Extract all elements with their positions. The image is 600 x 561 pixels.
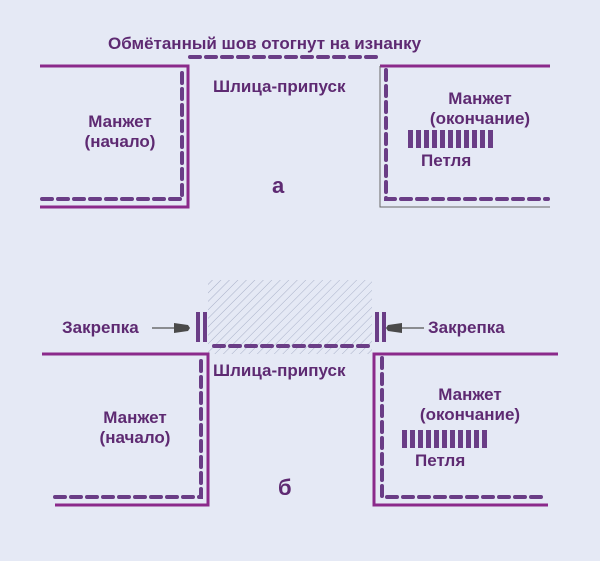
diagram-b-buttonhole: [402, 430, 487, 448]
diagram-a-letter: а: [272, 173, 285, 198]
diagram-b-cuff-start-line1: Манжет: [103, 408, 167, 427]
diagram-b-right-edge: [372, 352, 558, 507]
diagram-a-title: Обмётанный шов отогнут на изнанку: [108, 34, 422, 53]
diagram-b-cuff-end: Манжет (окончание): [400, 385, 540, 425]
diagram-a-outline: [40, 64, 550, 209]
diagram-a-left-stitch: [40, 68, 184, 201]
diagram-b-left-stitch: [53, 356, 203, 499]
diagram-a-cuff-start: Манжет (начало): [60, 112, 180, 152]
diagram-a-left-edge: [40, 64, 190, 209]
diagram-b-left-edge: [42, 352, 210, 507]
diagram-a-buttonhole: [408, 130, 493, 148]
diagram-a-right-stitch: [384, 68, 550, 201]
bartack-right-bar-2: [382, 312, 386, 342]
diagram-a-cuff-start-line1: Манжет: [88, 112, 152, 131]
diagram-a-right-thin-edge: [379, 66, 550, 208]
diagram-a-cuff-end-line1: Манжет: [448, 89, 512, 108]
diagram-b-stitches: [53, 344, 549, 499]
diagram-a-cuff-end-line2: (окончание): [429, 109, 531, 128]
diagram-b-loop-label: Петля: [415, 451, 466, 470]
diagram-b-placket-label: Шлица-припуск: [213, 361, 346, 380]
diagram-b-cuff-start-line2: (начало): [99, 428, 171, 447]
bartack-left-bar-2: [203, 312, 207, 342]
diagram-b-outline: [42, 352, 558, 507]
diagram-b-hatched-area: [208, 280, 372, 354]
diagram-b-bartack-left-label: Закрепка: [62, 318, 139, 337]
pointing-hand-left-icon: [386, 323, 424, 333]
diagram-b-cuff-start: Манжет (начало): [75, 408, 195, 448]
diagram-a-placket-label: Шлица-припуск: [213, 77, 346, 96]
diagram-a-stitches: [40, 55, 550, 201]
diagram-a-cuff-end: Манжет (окончание): [410, 89, 550, 129]
bartack-right-bar-1: [375, 312, 379, 342]
diagram-a-loop-label: Петля: [421, 151, 472, 170]
diagram-b-letter: б: [278, 475, 292, 500]
diagram-b-cuff-end-line1: Манжет: [438, 385, 502, 404]
diagram-b-right-stitch: [380, 356, 549, 499]
diagram-b-bartack-right-label: Закрепка: [428, 318, 505, 337]
pointing-hand-right-icon: [152, 323, 190, 333]
diagram-a-cuff-start-line2: (начало): [84, 132, 156, 151]
diagram-b-bartacks: [196, 312, 386, 342]
diagram-b-cuff-end-line2: (окончание): [419, 405, 521, 424]
bartack-left-bar-1: [196, 312, 200, 342]
